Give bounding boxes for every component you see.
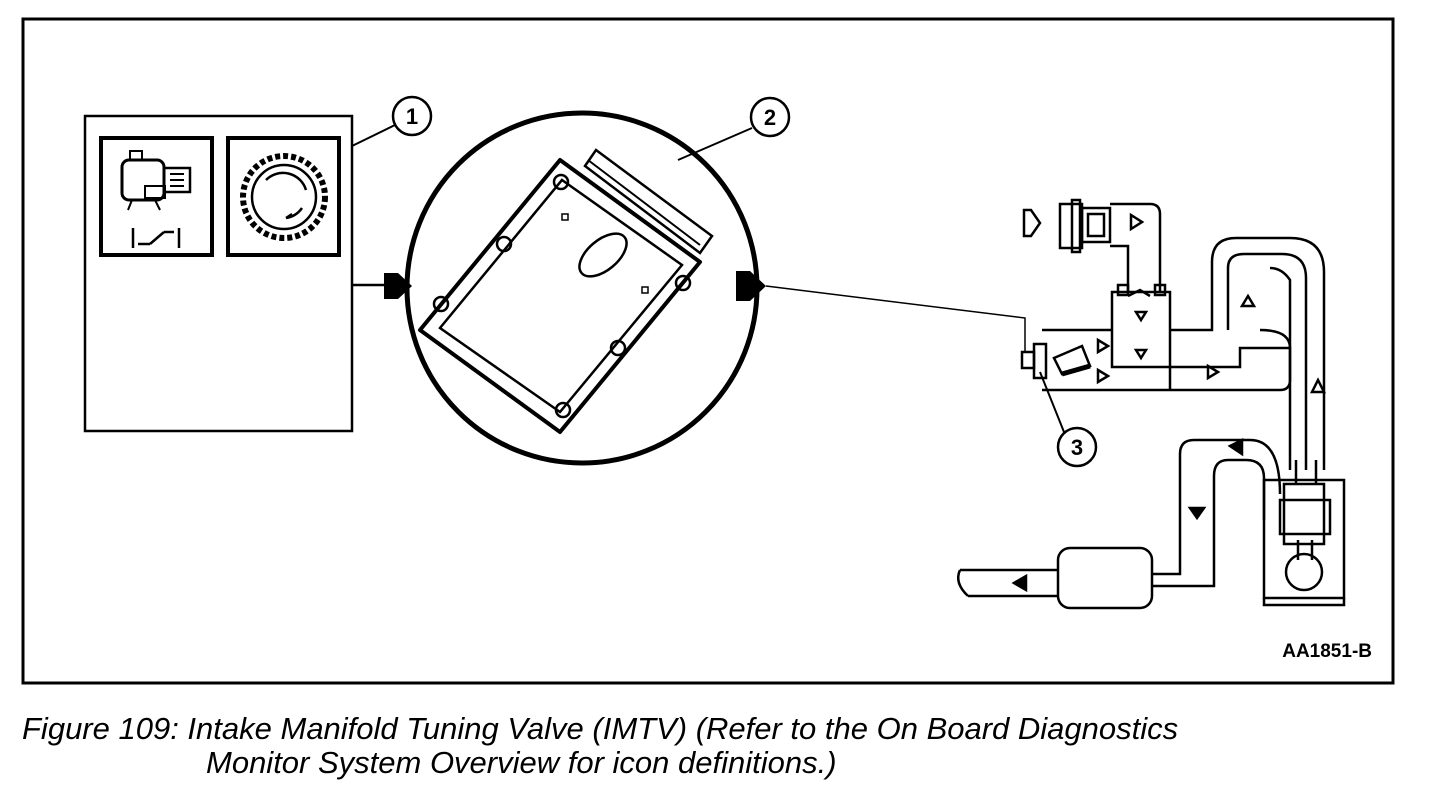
engine-intake-system xyxy=(957,198,1346,610)
throttle-position-sensor-icon xyxy=(99,136,214,257)
caption-line-2: Monitor System Overview for icon definit… xyxy=(206,745,837,780)
caption-line-1: Figure 109: Intake Manifold Tuning Valve… xyxy=(22,711,1179,746)
input-panel xyxy=(83,114,412,433)
svg-text:2: 2 xyxy=(764,105,776,130)
pcm-output-arrow-icon xyxy=(736,271,766,301)
air-inlet-arrow-icon xyxy=(1022,208,1042,238)
svg-text:1: 1 xyxy=(406,104,418,129)
callout-2: 2 xyxy=(677,96,791,161)
pcm-module xyxy=(404,110,760,466)
engine-speed-sensor-icon xyxy=(226,136,341,257)
svg-text:3: 3 xyxy=(1071,435,1083,460)
callout-1: 1 xyxy=(351,95,433,147)
signal-wire xyxy=(765,285,1026,352)
callout-3: 3 xyxy=(1039,371,1098,468)
reference-code: AA1851-B xyxy=(1282,641,1372,662)
figure-frame xyxy=(21,17,1395,685)
figure-caption: Figure 109: Intake Manifold Tuning Valve… xyxy=(22,712,1402,780)
imtv-valve-icon xyxy=(1020,342,1092,380)
